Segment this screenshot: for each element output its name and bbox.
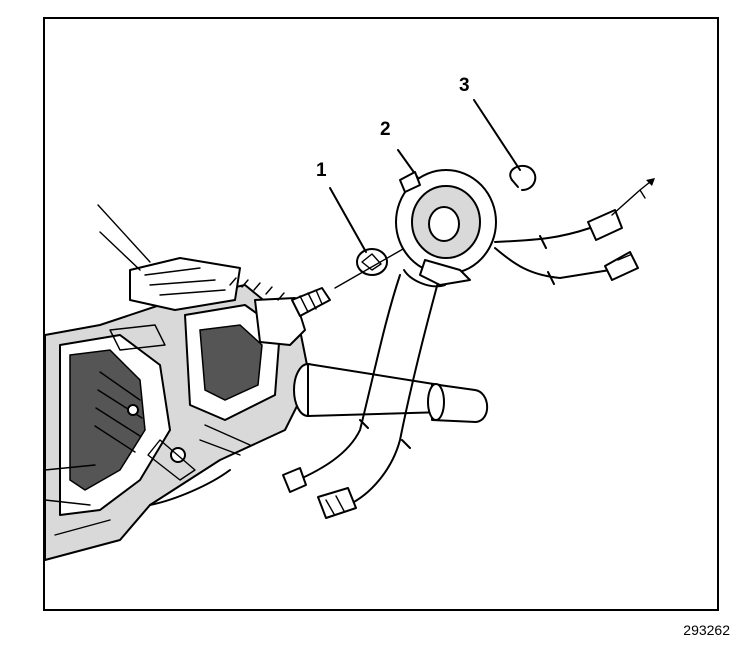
callout-label-3: 3 <box>459 75 470 96</box>
coil-assembly <box>395 169 497 288</box>
assembly-guide-line <box>334 244 411 289</box>
figure-number: 293262 <box>683 622 730 638</box>
callout-label-2: 2 <box>380 119 391 140</box>
callout-label-1: 1 <box>316 160 327 181</box>
steering-shaft <box>291 287 331 317</box>
coil-wiring <box>494 178 655 285</box>
retaining-ring <box>356 248 388 276</box>
lever-wiring <box>282 274 441 519</box>
multifunction-lever <box>293 363 489 423</box>
callout-leader-1 <box>329 187 367 253</box>
callout-leader-3 <box>473 99 521 171</box>
retainer-clip <box>509 164 537 191</box>
steering-column-housing <box>44 204 311 561</box>
